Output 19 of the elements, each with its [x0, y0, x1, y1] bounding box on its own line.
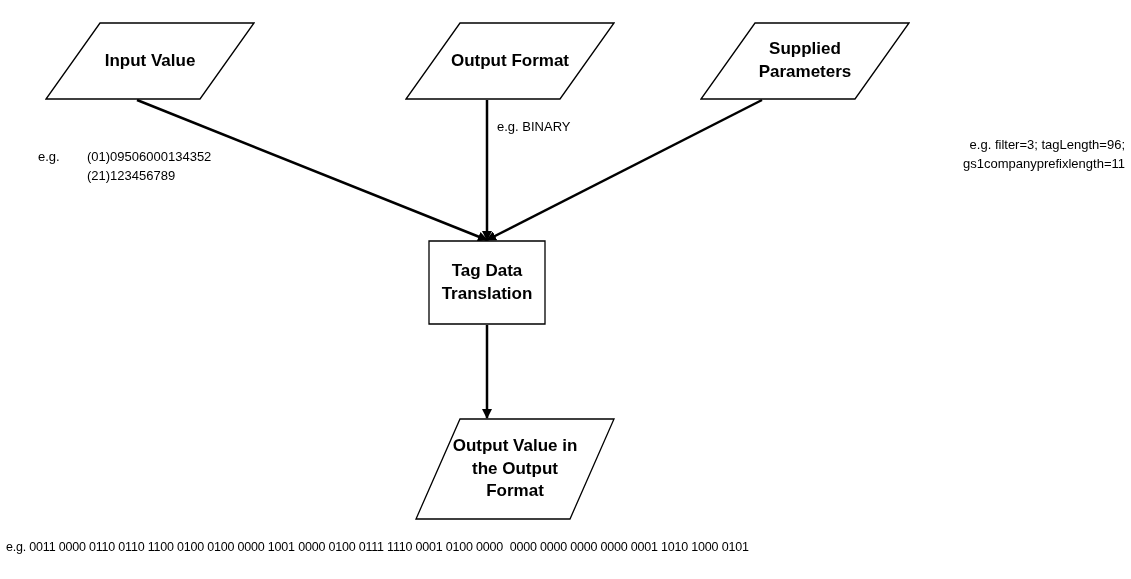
arrow [482, 325, 492, 419]
data-parallelogram [405, 22, 615, 100]
arrow [482, 100, 492, 241]
node-label: Input Value [104, 49, 196, 72]
node-label: Output Format [450, 49, 569, 72]
arrow [136, 98, 488, 242]
process-box [428, 240, 546, 325]
arrow [486, 98, 763, 242]
node-label: Tag Data Translation [440, 259, 534, 305]
example-note: e.g. 0011 0000 0110 0110 1100 0100 0100 0000 1001 0000 0100 0111 1110 0001 0100 0000 0000 0000 0000 0000 0001 1010 1000 0101 [6, 539, 750, 556]
node-label: Output Value in the Output Format [451, 434, 579, 503]
example-note: e.g. filter=3; tagLength=96; gs1companyprefixlength=11 [962, 136, 1125, 173]
example-note: e.g. BINARY [497, 118, 572, 136]
data-parallelogram [45, 22, 255, 100]
node-label: Supplied Parameters [757, 38, 853, 83]
data-parallelogram [700, 22, 910, 100]
example-note: (01)09506000134352 (21)123456789 [87, 148, 213, 185]
example-note: e.g. [38, 148, 61, 166]
data-parallelogram [415, 418, 615, 520]
